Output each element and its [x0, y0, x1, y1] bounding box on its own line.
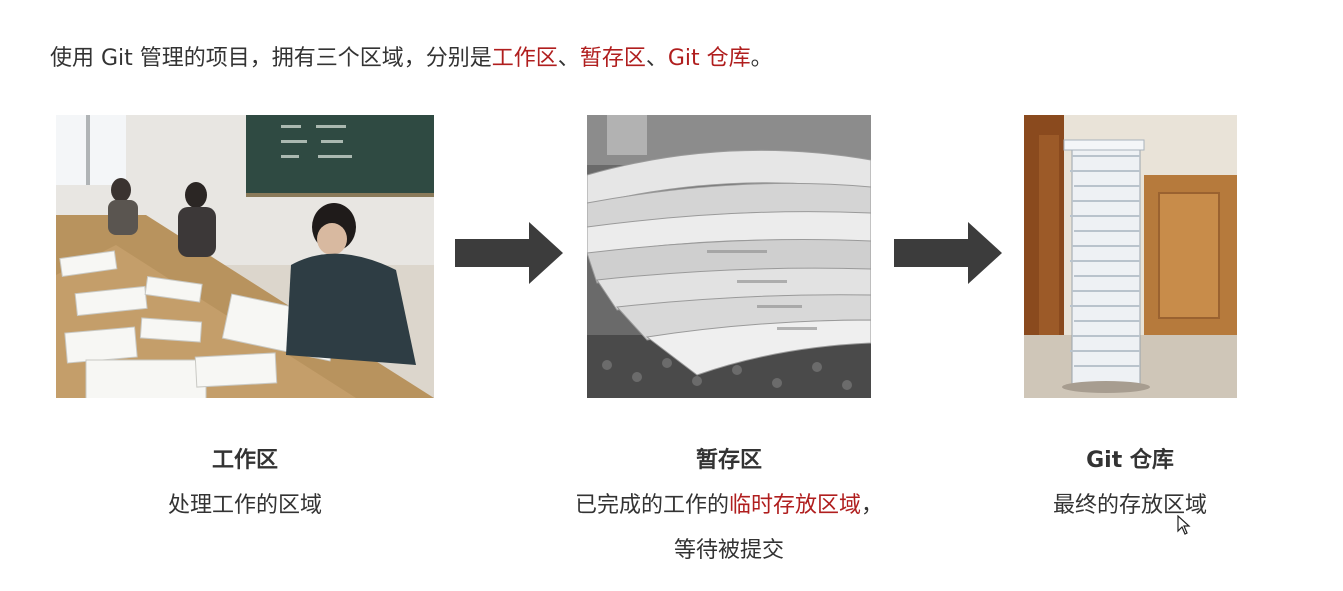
staging-area-desc-highlight: 临时存放区域 — [728, 493, 861, 518]
working-area-desc: 处理工作的区域 — [167, 493, 322, 518]
staging-area-desc-line2: 等待被提交 — [673, 538, 784, 563]
git-repo-desc: 最终的存放区域 — [1052, 493, 1207, 518]
working-area-title: 工作区 — [211, 448, 278, 473]
intro-area-working: 工作区 — [491, 46, 558, 71]
staging-area-desc-tail: ， — [861, 493, 884, 518]
arrow-right-icon — [455, 222, 565, 288]
arrow-right-icon — [894, 222, 1004, 288]
staging-area-desc: 已完成的工作的临时存放区域， — [529, 487, 929, 519]
intro-area-staging: 暂存区 — [579, 46, 646, 71]
git-repo-title: Git 仓库 — [1086, 448, 1174, 473]
intro-area-repo: Git 仓库 — [667, 46, 751, 71]
staging-area-title: 暂存区 — [695, 448, 762, 473]
intro-sep-1: 、 — [557, 46, 580, 71]
newspaper-stack-photo — [587, 115, 871, 398]
staging-area-desc-plain: 已完成的工作的 — [574, 493, 729, 518]
classroom-paper-grading-photo — [56, 115, 434, 398]
intro-sep-2: 、 — [645, 46, 668, 71]
intro-suffix: 。 — [750, 46, 773, 71]
intro-text: 使用 Git 管理的项目，拥有三个区域，分别是工作区、暂存区、Git 仓库。 — [50, 42, 773, 76]
tall-paper-pile-photo — [1024, 115, 1237, 398]
intro-prefix: 使用 Git 管理的项目，拥有三个区域，分别是 — [50, 46, 492, 71]
mouse-cursor-icon — [1177, 514, 1191, 539]
